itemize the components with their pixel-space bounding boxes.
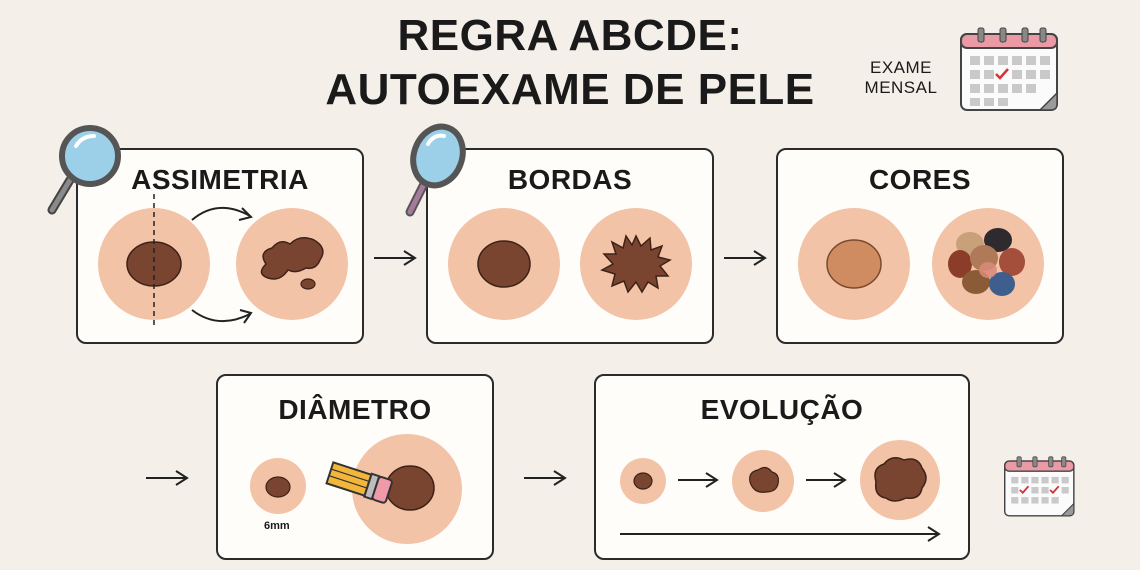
arrow-icon xyxy=(678,472,719,488)
arrow-icon xyxy=(806,472,847,488)
exam-label-line2: MENSAL xyxy=(864,78,938,97)
arrow-icon xyxy=(191,309,253,324)
mole-evolution-3 xyxy=(874,457,927,502)
mole-multi-color xyxy=(948,228,1025,296)
arrow-icon xyxy=(724,250,767,266)
exam-label-line1: EXAME xyxy=(869,58,933,77)
calendar-icon xyxy=(1004,456,1075,517)
calendar-icon xyxy=(960,27,1058,111)
card-borders-title: BORDAS xyxy=(507,164,633,195)
arrow-icon xyxy=(524,470,567,486)
mole-regular-border xyxy=(477,240,531,288)
asymmetric-mole-irregular xyxy=(260,237,324,290)
pencil-eraser-icon xyxy=(325,461,393,504)
page-title-line1: REGRA ABCDE: xyxy=(397,11,743,60)
mole-evolution-2 xyxy=(749,466,779,493)
arrow-icon xyxy=(374,250,417,266)
arrow-icon xyxy=(191,206,253,221)
arrow-icon xyxy=(146,470,189,486)
hand-mirror-icon xyxy=(405,123,466,217)
asymmetric-mole-symmetric xyxy=(126,194,182,328)
mole-irregular-border xyxy=(600,234,672,294)
timeline-arrow xyxy=(620,526,941,542)
page-title-line2: AUTOEXAME DE PELE xyxy=(325,65,815,114)
mole-single-color xyxy=(826,239,882,289)
mole-evolution-1 xyxy=(633,472,653,490)
diameter-label: 6mm xyxy=(264,520,290,532)
card-colors-title: CORES xyxy=(868,164,972,195)
card-evolution-title: EVOLUÇÃO xyxy=(700,394,864,425)
mole-small xyxy=(265,476,291,498)
card-asymmetry-title: ASSIMETRIA xyxy=(131,164,309,195)
magnifier-icon xyxy=(47,125,121,215)
exam-label: EXAME MENSAL xyxy=(856,58,946,98)
card-diameter-title: DIÂMETRO xyxy=(278,394,432,425)
